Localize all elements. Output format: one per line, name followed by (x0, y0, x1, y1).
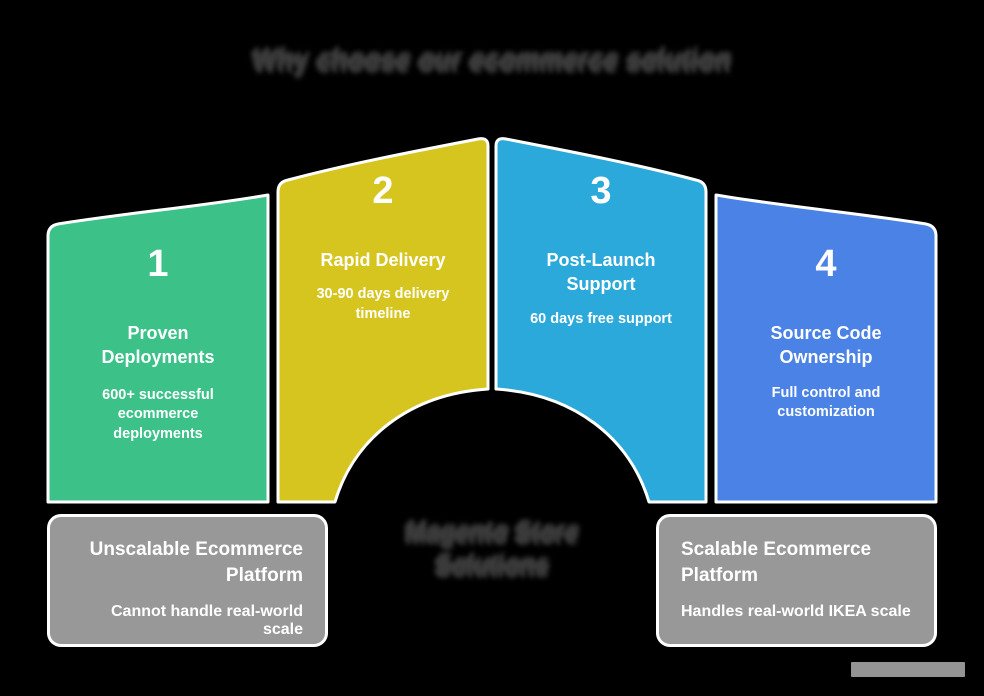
arch-1-text: 1 Proven Deployments 600+ successful eco… (48, 245, 268, 444)
arch-4-text: 4 Source Code Ownership Full control and… (716, 245, 936, 423)
arch-3-heading: Post-Launch Support (546, 250, 656, 295)
arch-1-number: 1 (147, 243, 169, 285)
arch-1-description: 600+ successful ecommerce deployments (102, 386, 214, 442)
watermark-bar (851, 662, 965, 677)
center-caption-line2: Solutions (435, 550, 549, 579)
callout-scalable-heading: Scalable Ecommerce Platform (681, 539, 872, 586)
arch-3-description: 60 days free support (530, 310, 672, 327)
arch-shape-4 (714, 193, 938, 504)
arch-1-heading: Proven Deployments (101, 323, 215, 368)
center-caption-line1: Magento Store (405, 518, 579, 546)
arch-4-description: Full control and customization (771, 384, 881, 421)
callout-scalable-description: Handles real-world IKEA scale (681, 603, 911, 621)
callout-unscalable: Unscalable Ecommerce Platform Cannot han… (47, 514, 328, 647)
callout-unscalable-heading: Unscalable Ecommerce Platform (89, 539, 303, 586)
center-caption: Magento Store Solutions (330, 516, 654, 581)
callout-unscalable-description: Cannot handle real-world scale (110, 603, 303, 639)
page-title: Why choose our ecommerce solution (252, 44, 732, 74)
arch-3-text: 3 Post-Launch Support 60 days free suppo… (496, 172, 706, 329)
arch-4-heading: Source Code Ownership (770, 323, 882, 368)
arch-2-heading: Rapid Delivery (320, 250, 446, 270)
arch-3-number: 3 (590, 170, 612, 212)
callout-scalable: Scalable Ecommerce Platform Handles real… (656, 514, 937, 647)
arch-2-text: 2 Rapid Delivery 30-90 days delivery tim… (278, 172, 488, 324)
arch-4-number: 4 (815, 243, 837, 285)
arch-2-number: 2 (372, 170, 394, 212)
arch-shape-3 (494, 137, 708, 504)
arch-2-description: 30-90 days delivery timeline (316, 286, 450, 322)
arch-shape-2 (276, 137, 490, 504)
arch-shape-1 (46, 193, 270, 504)
